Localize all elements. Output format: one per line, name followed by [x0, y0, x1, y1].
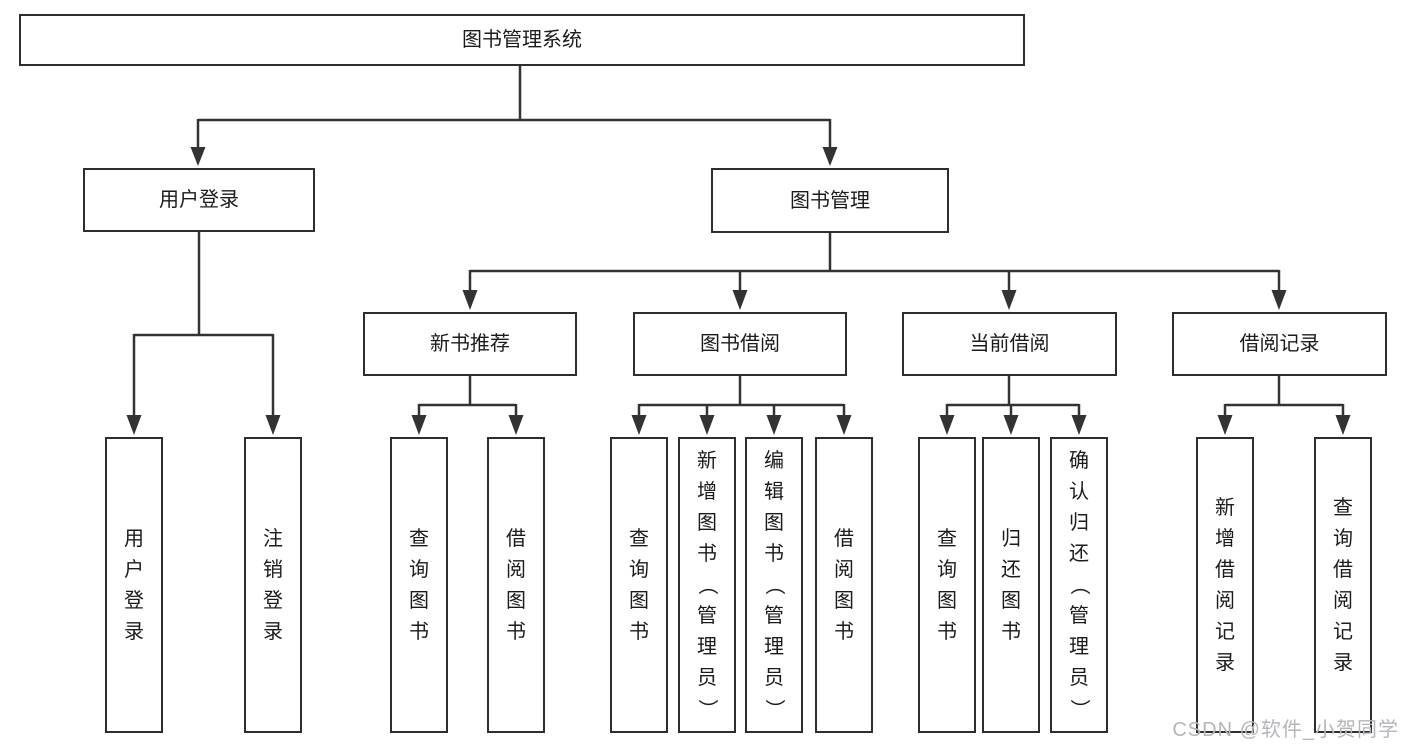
- node-label: 编辑图书（管理员）: [763, 450, 785, 719]
- leaf-user-login: 用户登录: [105, 437, 163, 733]
- node-label: 用户登录: [159, 189, 239, 211]
- node-label: 归还图书: [1001, 527, 1021, 643]
- node-label: 图书借阅: [700, 333, 780, 355]
- leaf-borrow-query-book: 查询图书: [610, 437, 668, 733]
- leaf-current-query-book: 查询图书: [918, 437, 976, 733]
- node-label: 注销登录: [263, 527, 283, 643]
- connector-lines: [132, 66, 1345, 416]
- leaf-logout: 注销登录: [244, 437, 302, 733]
- node-borrow-records: 借阅记录: [1172, 312, 1387, 376]
- leaf-borrow-add-book-admin: 新增图书（管理员）: [678, 437, 736, 733]
- node-book-management: 图书管理: [711, 168, 949, 233]
- node-label: 当前借阅: [969, 333, 1050, 355]
- node-label: 图书管理系统: [462, 29, 582, 51]
- node-label: 图书管理: [790, 189, 870, 212]
- leaf-borrow-borrow-book: 借阅图书: [815, 437, 873, 733]
- node-label: 借阅图书: [834, 527, 854, 643]
- node-label: 新增借阅记录: [1215, 496, 1235, 674]
- node-label: 查询图书: [629, 527, 649, 643]
- leaf-current-confirm-return-admin: 确认归还（管理员）: [1050, 437, 1108, 733]
- node-label: 借阅图书: [506, 527, 526, 643]
- leaf-borrow-edit-book-admin: 编辑图书（管理员）: [745, 437, 803, 733]
- node-label: 查询图书: [409, 527, 429, 643]
- node-label: 查询图书: [937, 527, 957, 643]
- node-new-book-recommend: 新书推荐: [363, 312, 577, 376]
- leaf-recommend-borrow-book: 借阅图书: [487, 437, 545, 733]
- node-label: 新书推荐: [430, 333, 510, 355]
- leaf-records-add-record: 新增借阅记录: [1196, 437, 1254, 733]
- node-label: 查询借阅记录: [1333, 496, 1353, 674]
- node-label: 借阅记录: [1239, 333, 1320, 355]
- node-label: 确认归还（管理员）: [1068, 450, 1090, 719]
- watermark-text: CSDN @软件_小贺同学: [1172, 719, 1399, 741]
- leaf-recommend-query-book: 查询图书: [390, 437, 448, 733]
- node-book-management-system: 图书管理系统: [19, 14, 1025, 66]
- leaf-records-query-record: 查询借阅记录: [1314, 437, 1372, 733]
- node-label: 用户登录: [124, 527, 144, 643]
- leaf-current-return-book: 归还图书: [982, 437, 1040, 733]
- node-label: 新增图书（管理员）: [696, 450, 718, 719]
- node-book-borrow: 图书借阅: [633, 312, 847, 376]
- node-current-borrow: 当前借阅: [902, 312, 1117, 376]
- node-user-login: 用户登录: [83, 168, 315, 232]
- arrowheads: [126, 147, 1351, 435]
